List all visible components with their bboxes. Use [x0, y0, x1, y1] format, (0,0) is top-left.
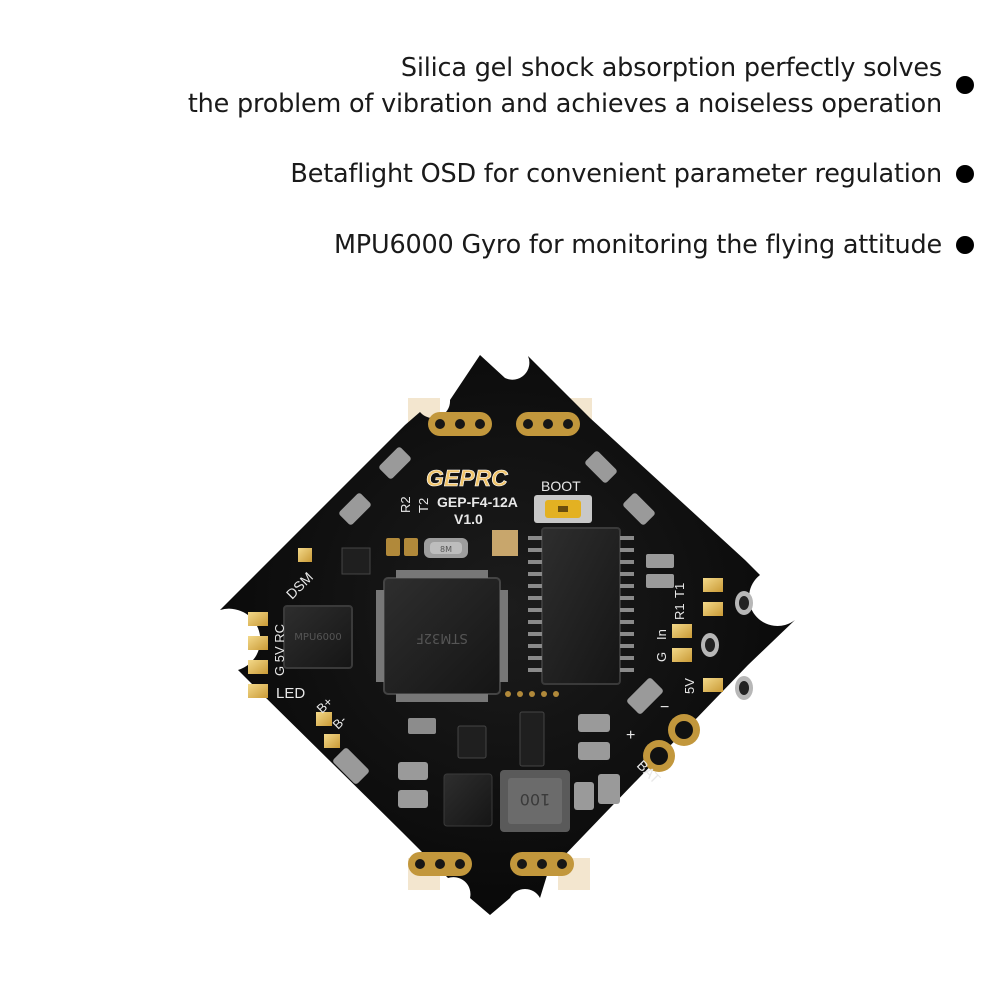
right-side-pads [643, 578, 753, 772]
feature-item-gyro: MPU6000 Gyro for monitoring the flying a… [334, 227, 974, 263]
pad-label-in: In [654, 629, 669, 640]
inductor-label: 100 [520, 790, 551, 809]
pad-label-led: LED [276, 685, 305, 702]
motor-pads [408, 412, 580, 876]
feature-text: Betaflight OSD for convenient parameter … [290, 156, 942, 192]
board-model: GEP-F4-12A [437, 494, 518, 510]
pad-label-plus: + [626, 727, 635, 744]
feature-text: MPU6000 Gyro for monitoring the flying a… [334, 227, 942, 263]
boot-button [534, 495, 592, 523]
smd-components [333, 447, 674, 810]
feature-line: Silica gel shock absorption perfectly so… [400, 53, 942, 83]
feature-item-osd: Betaflight OSD for convenient parameter … [290, 156, 974, 192]
feature-line: the problem of vibration and achieves a … [187, 89, 942, 119]
pad-label-5v: 5V [682, 678, 697, 694]
crystal-oscillator: 8M [424, 538, 468, 558]
pad-label-g5vrc: G 5V RC [272, 624, 287, 676]
small-chip [341, 547, 371, 575]
pad-label-t2: T2 [416, 498, 431, 513]
pad-label-r2: R2 [398, 496, 413, 513]
pad-label-t1: T1 [672, 583, 687, 598]
boot-label: BOOT [541, 478, 581, 494]
feature-text: Silica gel shock absorption perfectly so… [188, 50, 942, 122]
bullet-icon [956, 76, 974, 94]
bullet-icon [956, 236, 974, 254]
feature-item-shock-absorption: Silica gel shock absorption perfectly so… [188, 50, 974, 122]
gyro-chip: MPU6000 [283, 605, 353, 669]
pad-label-r1: R1 [672, 603, 687, 620]
bullet-icon [956, 165, 974, 183]
osd-chip [528, 527, 634, 685]
mcu-chip: STM32F [376, 570, 508, 702]
brand-logo: GEPRC [426, 465, 508, 491]
left-side-pads [248, 548, 340, 748]
power-inductor: 100 [500, 770, 570, 832]
small-component [492, 530, 518, 556]
regulator-chip [443, 773, 493, 827]
silkscreen-labels: GEPRC GEP-F4-12A V1.0 BOOT R2 T2 DSM G 5… [272, 465, 697, 787]
gyro-label: MPU6000 [294, 632, 341, 643]
crystal-label: 8M [440, 545, 452, 554]
pad-label-g: G [654, 652, 669, 662]
board-version: V1.0 [454, 511, 483, 527]
pad-label-minus: − [660, 699, 669, 716]
feature-line: MPU6000 Gyro for monitoring the flying a… [334, 230, 942, 260]
mcu-label: STM32F [416, 630, 467, 645]
feature-line: Betaflight OSD for convenient parameter … [290, 159, 942, 189]
